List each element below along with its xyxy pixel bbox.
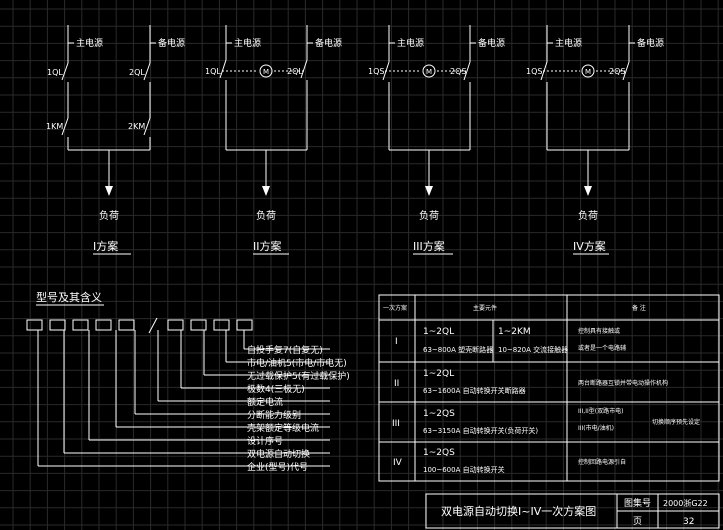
meaning-6: 分断能力级别 <box>247 409 301 421</box>
drawing-title: 双电源自动切换I~IV一次方案图 <box>441 504 596 518</box>
row-3-note-3: 切换顺序预先设定 <box>652 418 700 426</box>
title-block: 双电源自动切换I~IV一次方案图 图集号 2000浙G22 页 32 <box>425 493 720 529</box>
model-code-box <box>118 319 135 331</box>
row-1-component-b: 1~2KM <box>498 327 531 337</box>
row-3-component-a-detail: 63~3150A 自动转换开关(负荷开关) <box>423 426 538 435</box>
table-header-components: 主要元件 <box>473 304 497 312</box>
row-4-component-a-detail: 100~600A 自动转换开关 <box>423 465 505 474</box>
page-label: 页 <box>633 516 642 527</box>
row-4-note: 控制回路电源引自 <box>578 458 626 466</box>
row-1-component-a: 1~2QL <box>423 327 454 337</box>
row-1-note: 控制具有接触或 <box>578 327 620 335</box>
model-code-box <box>26 319 43 331</box>
row-2-component-a: 1~2QL <box>423 369 454 379</box>
meaning-10: 企业(型号)代号 <box>247 461 308 473</box>
model-code-box <box>95 319 112 331</box>
scheme-2-diagram: M 主电源 备电源 1QL 2QL 负荷 II方案 <box>205 25 342 255</box>
row-3-note-2: III(市电/油机) <box>578 424 614 432</box>
meaning-7: 壳架额定等级电流 <box>247 422 319 434</box>
scheme-4-diagram: M 主电源 备电源 1QS 2QS 负荷 IV方案 <box>526 25 664 255</box>
scheme-1-left-contactor: 1KM <box>46 122 63 131</box>
meaning-5: 额定电流 <box>247 396 283 408</box>
scheme-4-motor: M <box>585 68 591 76</box>
scheme-2-left-switch: 1QL <box>205 67 221 76</box>
model-section-title: 型号及其含义 <box>36 290 102 304</box>
scheme-4-main-source: 主电源 <box>555 37 582 49</box>
scheme-1-left-switch: 1QL <box>47 68 63 77</box>
scheme-2-backup-source: 备电源 <box>315 37 342 49</box>
scheme-1-diagram: 主电源 备电源 1QL 2QL 1KM 2KM 负荷 I方案 <box>46 25 185 255</box>
table-header-notes: 备 注 <box>632 304 646 312</box>
scheme-4-right-switch: 2QS <box>609 67 625 76</box>
scheme-4-left-switch: 1QS <box>526 67 542 76</box>
scheme-1-main-source: 主电源 <box>76 37 103 49</box>
scheme-3-diagram: M 主电源 备电源 1QS 2QS 负荷 III方案 <box>368 25 505 255</box>
scheme-2-motor: M <box>263 68 269 76</box>
scheme-2-right-switch: 2QL <box>287 67 303 76</box>
scheme-table: 一次方案 主要元件 备 注 I 1~2QL 63~800A 塑壳断路器 1~2K… <box>378 294 720 482</box>
scheme-1-title: I方案 <box>93 239 118 253</box>
scheme-1-load: 负荷 <box>99 209 119 222</box>
model-code-boxes <box>26 317 253 334</box>
row-2-component-a-detail: 63~1600A 自动转换开关断路器 <box>423 386 526 395</box>
model-code-box <box>72 319 89 331</box>
meaning-1: 自投手复7(自复无) <box>247 344 323 356</box>
scheme-1-right-switch: 2QL <box>129 68 145 77</box>
row-3-scheme: III <box>392 419 400 429</box>
scheme-4-title: IV方案 <box>573 239 606 253</box>
scheme-3-load: 负荷 <box>419 209 439 222</box>
scheme-3-backup-source: 备电源 <box>478 37 505 49</box>
model-code-box <box>167 319 184 331</box>
scheme-3-left-switch: 1QS <box>368 67 384 76</box>
scheme-3-main-source: 主电源 <box>397 37 424 49</box>
meaning-3: 无过载保护5(有过载保护) <box>247 370 350 382</box>
model-code-leaders <box>37 330 330 467</box>
atlas-value: 2000浙G22 <box>663 498 708 508</box>
row-1-scheme: I <box>395 337 398 347</box>
page-value: 32 <box>683 517 694 527</box>
row-1-component-b-detail: 10~820A 交流接触器 <box>498 345 568 354</box>
meaning-9: 双电源自动切换 <box>247 448 310 460</box>
scheme-1-backup-source: 备电源 <box>158 37 185 49</box>
scheme-2-load: 负荷 <box>256 209 276 222</box>
model-code-box <box>236 319 253 331</box>
row-3-note: III,II型(双路市电) <box>578 407 623 415</box>
row-2-scheme: II <box>394 379 399 389</box>
atlas-label: 图集号 <box>624 497 651 509</box>
scheme-3-title: III方案 <box>413 239 445 253</box>
scheme-2-main-source: 主电源 <box>234 37 261 49</box>
row-4-scheme: IV <box>393 458 403 468</box>
model-code-box <box>49 319 66 331</box>
scheme-4-load: 负荷 <box>578 209 598 222</box>
model-code-box <box>190 319 207 331</box>
scheme-4-backup-source: 备电源 <box>637 37 664 49</box>
row-3-component-a: 1~2QS <box>423 409 455 419</box>
row-1-note-2: 或者是一个电路辅 <box>578 344 626 352</box>
table-header-scheme: 一次方案 <box>383 304 407 312</box>
scheme-3-motor: M <box>426 68 432 76</box>
scheme-3-right-switch: 2QS <box>450 67 466 76</box>
scheme-1-right-contactor: 2KM <box>128 122 145 131</box>
meaning-2: 市电/油机5(市电/市电无) <box>247 357 347 369</box>
model-code-section: 型号及其含义 自投手复7(自复无) 市电/油机5(市电/市电无) 无过载保护5(… <box>26 290 350 473</box>
row-2-note: 两台断路器互锁并带电动操作机构 <box>578 379 668 387</box>
model-code-box <box>213 319 230 331</box>
meaning-8: 设计序号 <box>247 435 283 447</box>
meaning-4: 极数4(三极无) <box>247 383 305 395</box>
scheme-2-title: II方案 <box>253 239 282 253</box>
row-4-component-a: 1~2QS <box>423 448 455 458</box>
row-1-component-a-detail: 63~800A 塑壳断路器 <box>423 345 493 354</box>
